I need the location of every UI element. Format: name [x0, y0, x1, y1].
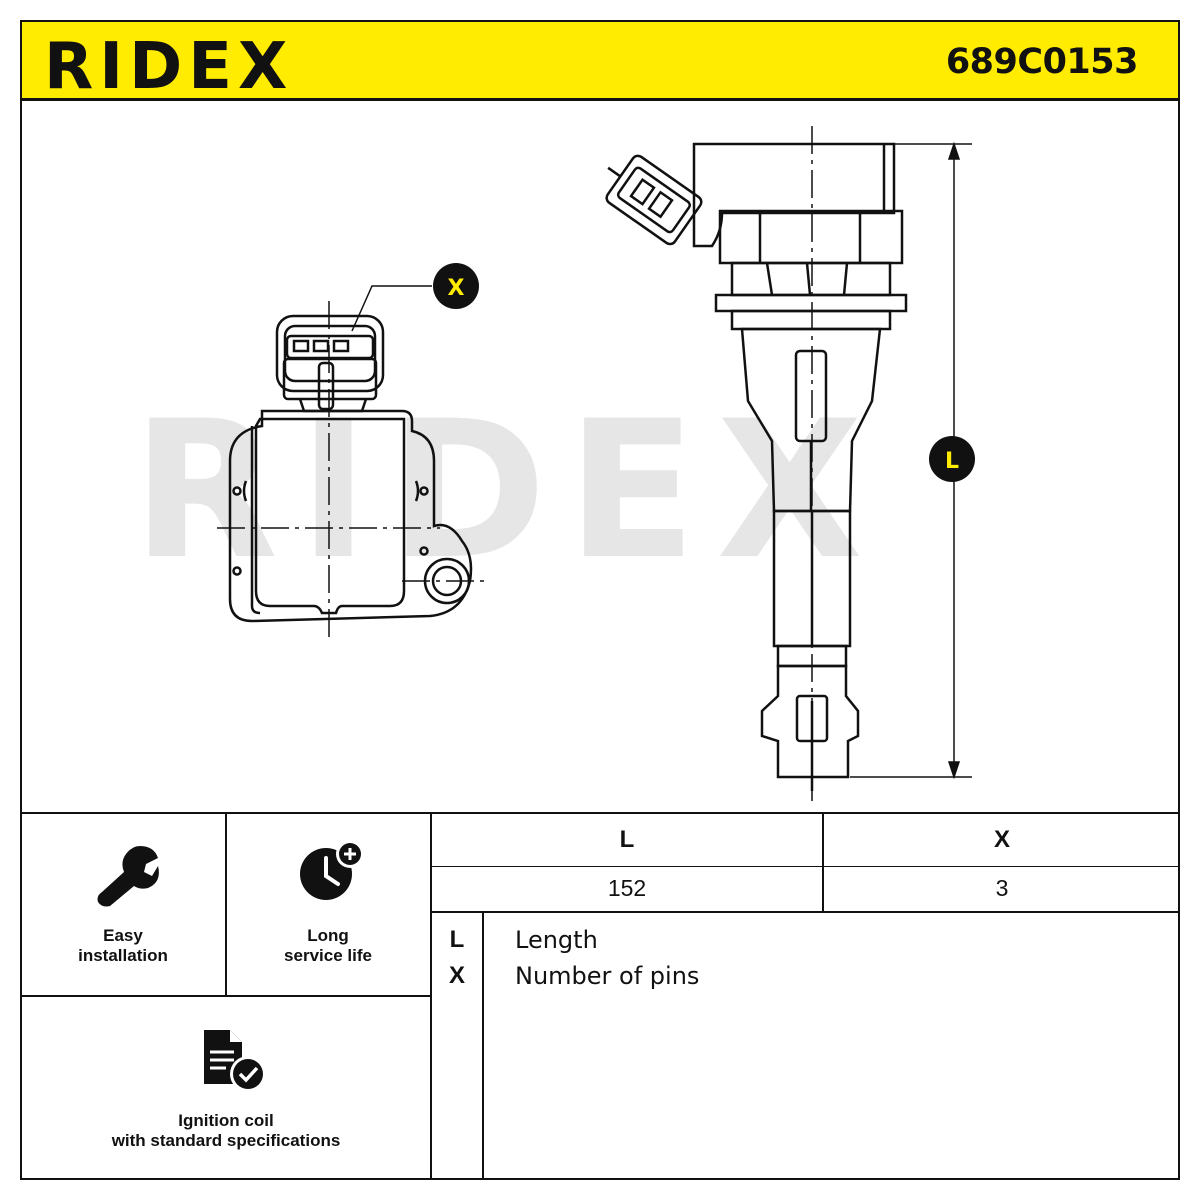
- clock-plus-icon: [300, 840, 364, 900]
- callout-x-label: X: [448, 276, 465, 301]
- callout-x-leader: [351, 285, 432, 332]
- svg-text:RIDEX: RIDEX: [44, 30, 293, 96]
- coil-top-view: [228, 314, 473, 623]
- legend-key-l: L: [449, 926, 465, 953]
- feature-standard-specifications: Ignition coil with standard specificatio…: [111, 1111, 341, 1150]
- feature-easy-installation: Easy installation: [78, 926, 168, 965]
- feature-divider: [225, 812, 227, 997]
- part-number: 689C0153: [945, 42, 1139, 82]
- document-check-icon: [204, 1030, 266, 1092]
- spec-header-x: X: [993, 826, 1010, 853]
- callout-x-badge: [433, 263, 479, 309]
- legend-key-x: X: [448, 962, 465, 989]
- ridex-logo: RIDEX: [44, 30, 293, 96]
- spec-value-x: 3: [995, 875, 1009, 901]
- center-lines-left: [217, 301, 484, 641]
- legend-key-divider: [482, 911, 484, 1180]
- table-top-border: [20, 812, 1180, 814]
- callout-l-badge: [929, 436, 975, 482]
- legend-label-pins: Number of pins: [515, 962, 700, 990]
- feature-long-service-life: Long service life: [284, 926, 372, 965]
- spec-col-divider: [822, 812, 824, 912]
- technical-drawing: RIDEX X: [132, 126, 975, 801]
- legend-label-length: Length: [515, 926, 598, 954]
- page-frame: [20, 20, 1180, 1180]
- spec-bottom-divider: [430, 911, 1180, 913]
- coil-connector-side: [605, 154, 703, 246]
- wrench-icon: [97, 846, 159, 907]
- watermark-text: RIDEX: [132, 380, 883, 601]
- spec-header-divider: [430, 866, 1180, 867]
- spec-header-l: L: [619, 826, 635, 853]
- header-bar: RIDEX 689C0153: [20, 20, 1180, 101]
- callout-l-label: L: [945, 449, 959, 474]
- spec-value-l: 152: [607, 875, 647, 901]
- features-table-divider: [430, 812, 432, 1180]
- feature-row-divider: [20, 995, 432, 997]
